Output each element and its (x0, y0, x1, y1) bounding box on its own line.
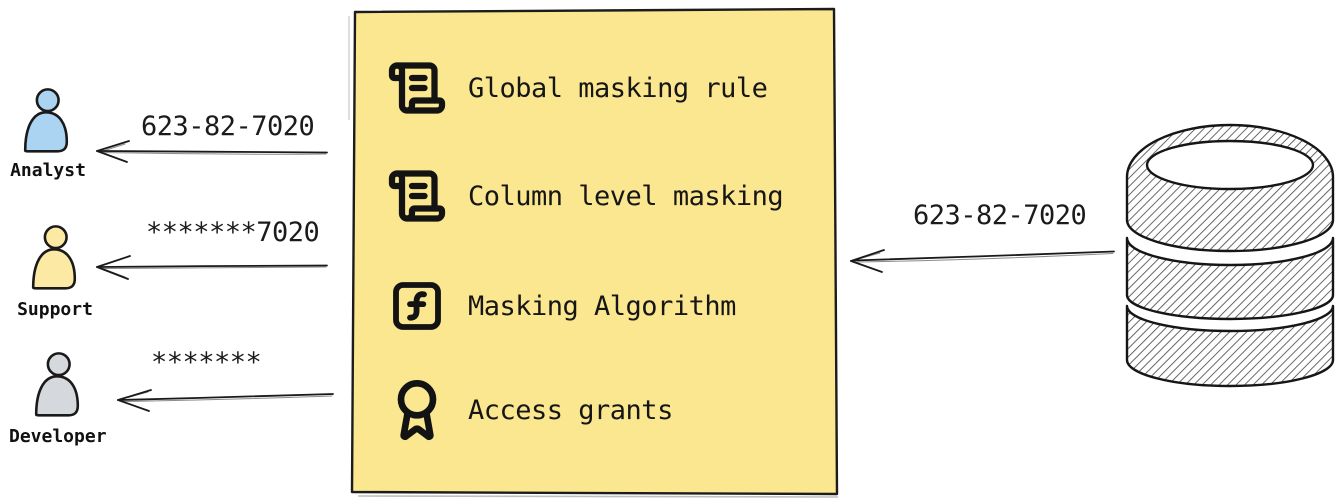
award-icon (385, 377, 449, 443)
function-square-icon (385, 278, 449, 334)
analyst-label: Analyst (10, 160, 86, 181)
box-item-global-masking-rule: Global masking rule (385, 53, 768, 123)
support-icon (31, 225, 77, 290)
box-item-masking-algorithm: Masking Algorithm (385, 271, 736, 341)
scroll-text-icon (385, 58, 449, 118)
source-value-label: 623-82-7020 (913, 200, 1087, 231)
masking-box-shape (348, 7, 839, 498)
analyst-icon (23, 88, 69, 153)
box-item-label: Access grants (468, 394, 673, 426)
developer-icon (34, 352, 80, 417)
arrow-database-to-box (850, 249, 1115, 273)
box-item-label: Global masking rule (468, 72, 768, 104)
arrow-to-developer (117, 389, 334, 412)
box-item-column-level-masking: Column level masking (385, 161, 784, 231)
box-item-label: Masking Algorithm (468, 290, 736, 322)
masked-value-analyst: 623-82-7020 (141, 111, 315, 142)
scroll-text-icon (385, 166, 449, 226)
developer-label: Developer (9, 426, 107, 447)
box-item-access-grants: Access grants (385, 375, 673, 445)
masked-value-developer: ******* (151, 347, 262, 378)
arrow-to-analyst (96, 140, 328, 163)
box-item-label: Column level masking (468, 180, 784, 212)
support-label: Support (17, 299, 93, 320)
arrow-to-support (96, 255, 328, 280)
masked-value-support: *******7020 (146, 217, 320, 248)
database-icon (1125, 123, 1335, 388)
